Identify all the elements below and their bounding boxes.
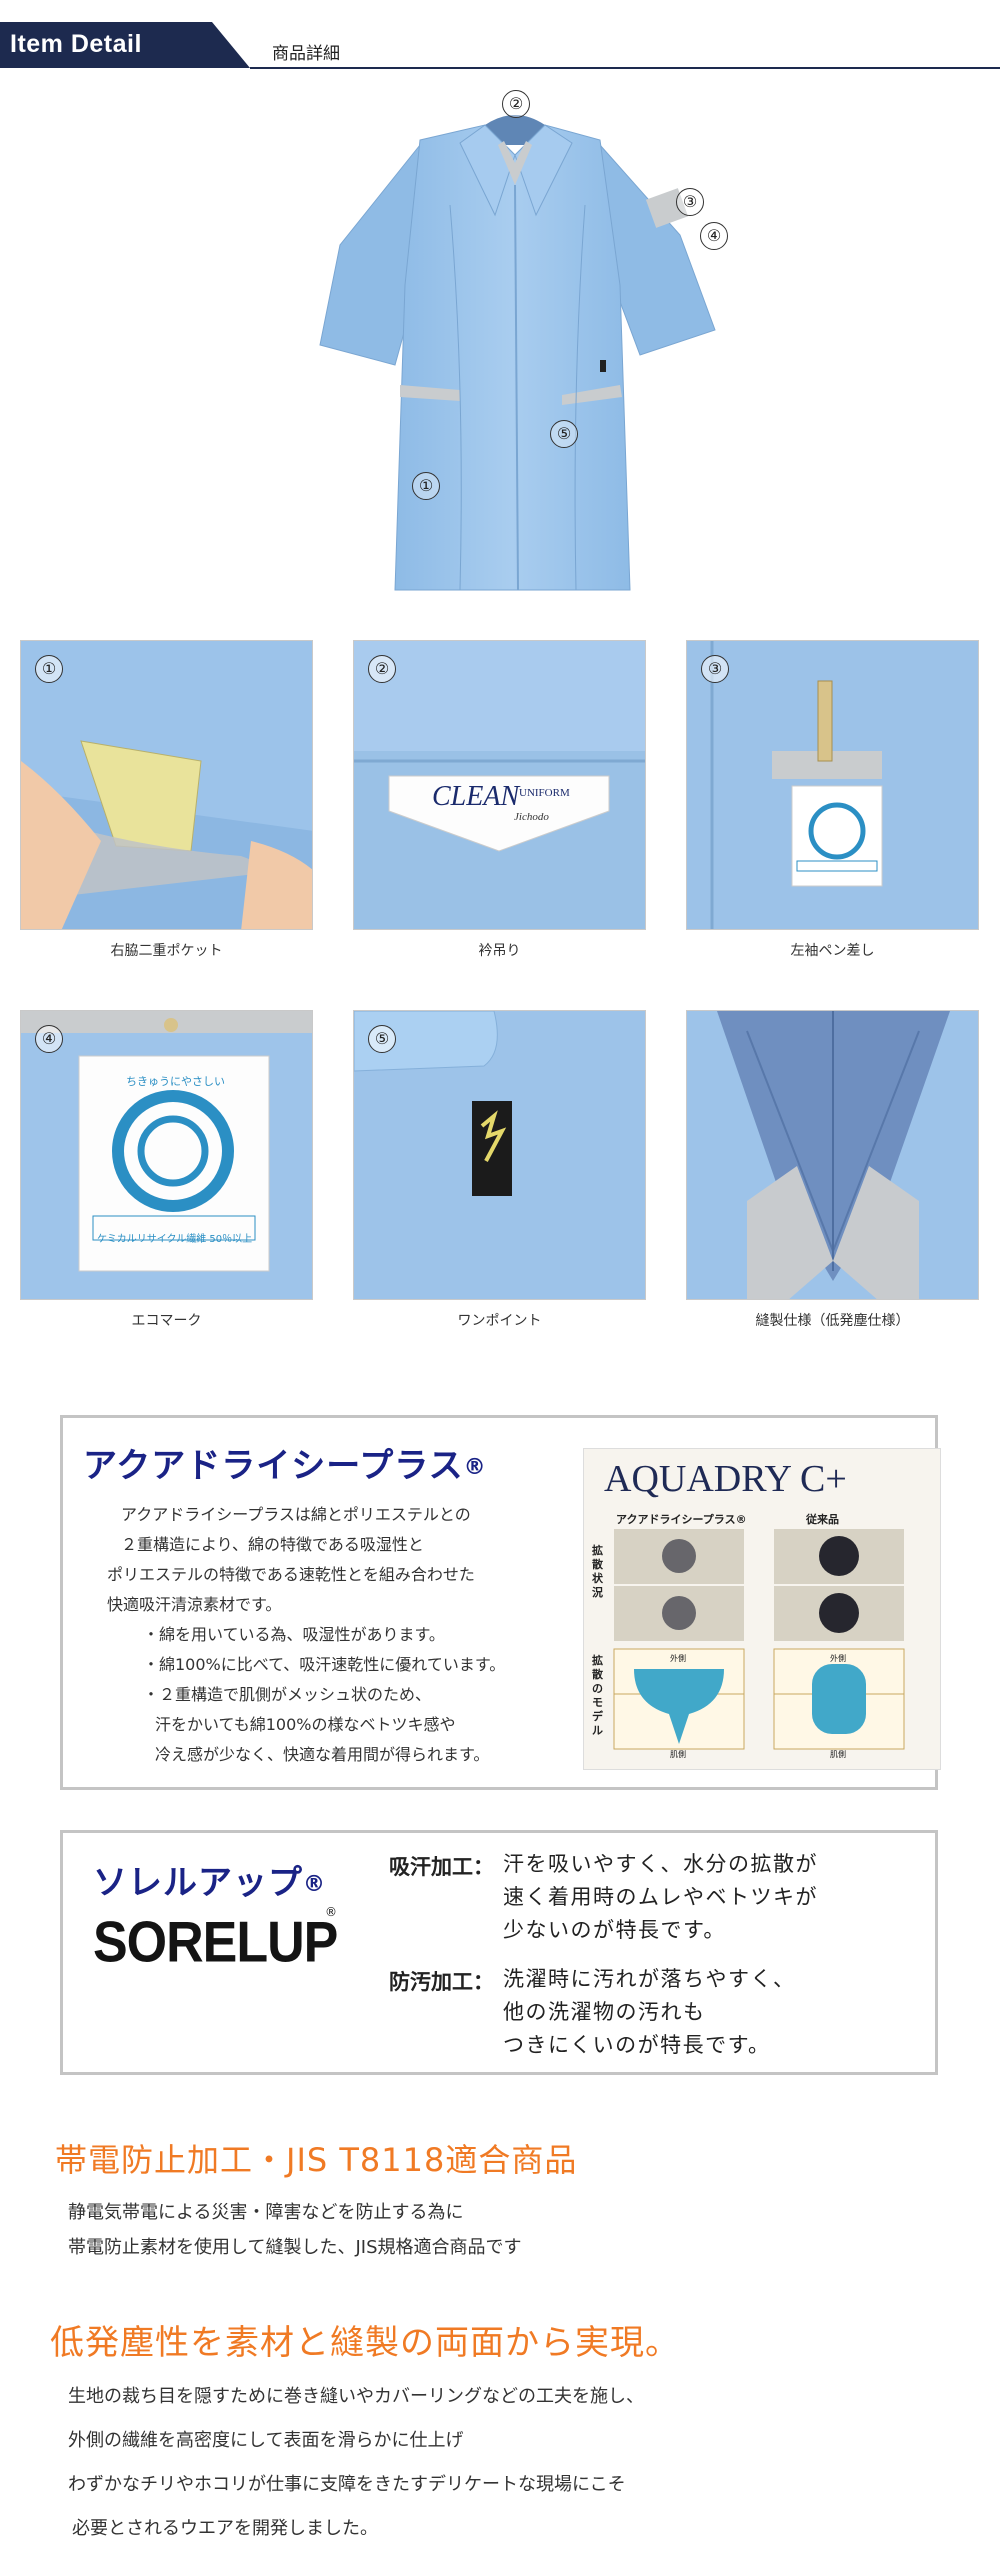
callout-4: ④: [700, 222, 728, 250]
stain-label: 防汚加工：: [389, 1970, 494, 1994]
aquadry-diagram: [613, 1529, 905, 1750]
label-brand: CLEAN: [432, 781, 520, 812]
aquadry-description: アクアドライシープラスは綿とポリエステルとの ２重構造により、綿の特徴である吸湿…: [107, 1505, 506, 1764]
sorelup-box: ソレルアップ® SORELUP ® 吸汗加工： 汗を吸いやすく、水分の拡散が 速…: [60, 1830, 938, 2075]
header-subtitle: 商品詳細: [272, 44, 340, 64]
sorelup-logo-reg: ®: [325, 1905, 337, 1919]
label-sub: UNIFORM: [519, 787, 570, 799]
caption-sewing-spec: 縫製仕様（低発塵仕様）: [755, 1313, 910, 1329]
caption-one-point: ワンポイント: [457, 1313, 542, 1329]
aquadry-col1: アクアドライシープラス®: [616, 1513, 747, 1526]
aquadry-outer-2: 外側: [830, 1654, 846, 1663]
stain-desc: 洗濯時に汚れが落ちやすく、 他の洗濯物の汚れも つきにくいのが特長です。: [503, 1967, 796, 2057]
lowdust-title: 低発塵性を素材と縫製の両面から実現。: [50, 2323, 680, 2363]
callout-1: ①: [412, 472, 440, 500]
callout-2: ②: [502, 90, 530, 118]
photo-pocket-number: ①: [35, 655, 63, 683]
photo-eco-number: ④: [35, 1025, 63, 1053]
caption-collar: 衿吊り: [478, 943, 521, 959]
photo-collar-number: ②: [368, 655, 396, 683]
aquadry-title: アクアドライシープラス®: [83, 1446, 487, 1486]
aquadry-figure: AQUADRY C+ アクアドライシープラス® 従来品 拡散状況 拡散のモデル …: [583, 1448, 941, 1770]
caption-eco-mark: エコマーク: [131, 1313, 202, 1329]
label-maker: Jichodo: [514, 811, 549, 823]
sorelup-logo-text: SORELUP: [93, 1911, 338, 1975]
jacket-image: [319, 115, 716, 591]
aquadry-skin-2: 肌側: [830, 1750, 846, 1759]
sweat-desc: 汗を吸いやすく、水分の拡散が 速く着用時のムレやベトツキが 少ないのが特長です。: [503, 1852, 818, 1942]
eco-tag-arc: ちきゅうにやさしい: [126, 1075, 225, 1088]
photo-pen-number: ③: [701, 655, 729, 683]
photo-one-point-number: ⑤: [368, 1025, 396, 1053]
header-underline: [250, 67, 1000, 69]
caption-pocket: 右脇二重ポケット: [110, 943, 223, 959]
section-header: Item Detail 商品詳細: [0, 22, 1000, 69]
callout-5: ⑤: [550, 420, 578, 448]
photo-one-point: ⑤: [353, 1010, 646, 1300]
caption-pen-slot: 左袖ペン差し: [790, 943, 875, 959]
header-title: Item Detail: [10, 30, 142, 58]
sorelup-logo: SORELUP ®: [93, 1905, 343, 1985]
conventional-col: 従来品: [806, 1513, 839, 1526]
photo-eco-mark: ④ ちきゅうにやさしい ケミカルリサイクル繊維 50％以上: [20, 1010, 313, 1300]
photo-collar-label: ② CLEAN UNIFORM Jichodo: [353, 640, 646, 930]
sweat-label: 吸汗加工：: [389, 1855, 494, 1879]
jacket-illustration: [300, 85, 740, 605]
header-tab: [0, 22, 250, 68]
sorelup-title: ソレルアップ®: [93, 1863, 326, 1903]
aquadry-skin-1: 肌側: [670, 1750, 686, 1759]
photo-pen-slot: ③: [686, 640, 979, 930]
row-diffusion: 拡散状況: [592, 1544, 603, 1599]
photo-sewing-spec: [686, 1010, 979, 1300]
aquadry-logo: AQUADRY C+: [604, 1458, 847, 1500]
aquadry-box: アクアドライシープラス® アクアドライシープラスは綿とポリエステルとの ２重構造…: [60, 1415, 941, 1790]
antistatic-title: 帯電防止加工・JIS T8118適合商品: [55, 2141, 578, 2179]
callout-3: ③: [676, 188, 704, 216]
aquadry-outer-1: 外側: [670, 1654, 686, 1663]
photo-pocket: ①: [20, 640, 313, 930]
antistatic-body: 静電気帯電による災害・障害などを防止する為に 帯電防止素材を使用して縫製した、J…: [68, 2202, 522, 2258]
row-model: 拡散のモデル: [592, 1654, 603, 1737]
lowdust-body: 生地の裁ち目を隠すために巻き縫いやカバーリングなどの工夫を施し、 外側の繊維を高…: [68, 2386, 644, 2539]
eco-tag-text: ケミカルリサイクル繊維 50％以上: [97, 1234, 253, 1245]
